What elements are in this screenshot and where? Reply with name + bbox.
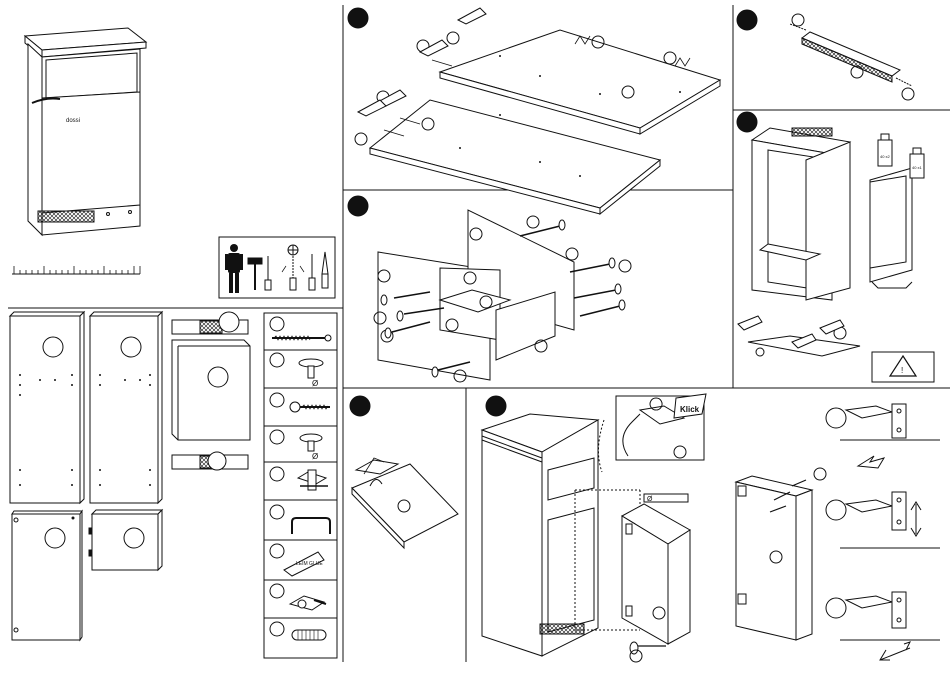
part-side-panel-left bbox=[10, 312, 84, 503]
hinge-adjust-depth bbox=[826, 404, 940, 468]
bottle-left-label: 40 x2 bbox=[880, 154, 891, 159]
glue-tube-label: LEIM GLUE bbox=[296, 561, 323, 567]
step-3 bbox=[737, 10, 914, 100]
svg-text:!: ! bbox=[901, 366, 903, 375]
step-1 bbox=[348, 8, 720, 214]
part-vent-grille-bottom bbox=[172, 452, 248, 470]
klick-label: Klick bbox=[680, 405, 700, 414]
parts-list: Ø Ø bbox=[10, 312, 337, 658]
part-shelf-panel bbox=[172, 340, 250, 440]
part-vent-grille-top bbox=[172, 312, 248, 334]
part-base-panel bbox=[89, 510, 162, 570]
step-6: Ø Klick bbox=[482, 394, 706, 662]
part-door-panel bbox=[12, 511, 82, 640]
brand-marking: dossi bbox=[66, 118, 80, 124]
step-5 bbox=[350, 396, 458, 548]
ruler bbox=[12, 266, 140, 274]
part-side-panel-right bbox=[90, 312, 162, 503]
drill-diameter-symbol: Ø bbox=[312, 379, 318, 388]
bottle-right-label: 40 x1 bbox=[912, 165, 923, 170]
hardware-column: Ø Ø bbox=[264, 313, 337, 658]
step-4: 40 x2 40 x1 ! bbox=[737, 112, 934, 382]
step-2 bbox=[348, 196, 631, 382]
hinge-adjust-side bbox=[826, 592, 940, 660]
finished-cabinet-illustration: dossi bbox=[25, 28, 146, 235]
step-hinge-adjustment bbox=[736, 404, 940, 660]
tools-box bbox=[219, 237, 335, 298]
drill-diameter-symbol-3: Ø bbox=[647, 496, 653, 503]
drill-diameter-symbol-2: Ø bbox=[312, 452, 318, 461]
hinge-adjust-height bbox=[826, 492, 940, 548]
